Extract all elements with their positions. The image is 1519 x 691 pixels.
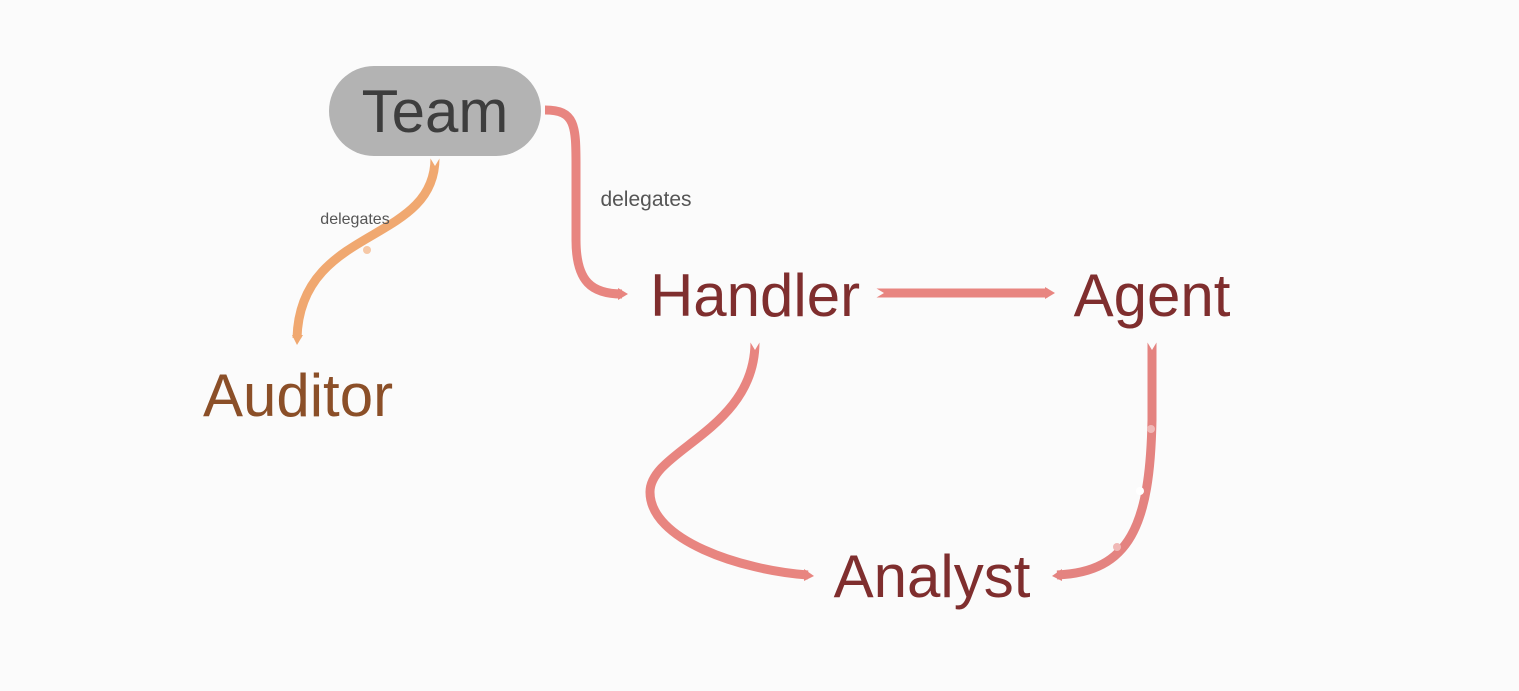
node-auditor[interactable]: Auditor xyxy=(203,362,393,429)
arrowhead-icon xyxy=(618,288,628,300)
edge-label-team-handler: delegates xyxy=(600,188,691,211)
edge-team-auditor[interactable] xyxy=(292,157,440,339)
edge-label-team-auditor: delegates xyxy=(320,211,389,228)
node-agent[interactable]: Agent xyxy=(1074,262,1231,329)
arrowhead-icon xyxy=(1052,569,1062,581)
arrow-tail-icon xyxy=(429,156,441,166)
arrowhead-icon xyxy=(292,335,303,345)
node-team[interactable]: Team xyxy=(362,78,509,145)
arrowhead-icon xyxy=(804,569,814,581)
arrowhead-icon xyxy=(1045,287,1055,299)
arrow-tail-icon xyxy=(1146,340,1158,350)
node-analyst[interactable]: Analyst xyxy=(834,543,1031,610)
edge-team-handler[interactable] xyxy=(544,105,623,299)
arrow-tail-icon xyxy=(874,287,884,299)
arrow-tail-icon xyxy=(749,340,761,350)
edge-agent-analyst[interactable] xyxy=(1056,342,1157,580)
edge-dot xyxy=(1113,543,1121,551)
edge-dot xyxy=(1136,487,1144,495)
edge-dot xyxy=(1147,425,1155,433)
node-handler[interactable]: Handler xyxy=(650,262,860,329)
root-node-pill[interactable] xyxy=(329,66,541,156)
edge-dot xyxy=(363,246,371,254)
edge-handler-analyst[interactable] xyxy=(645,341,809,580)
